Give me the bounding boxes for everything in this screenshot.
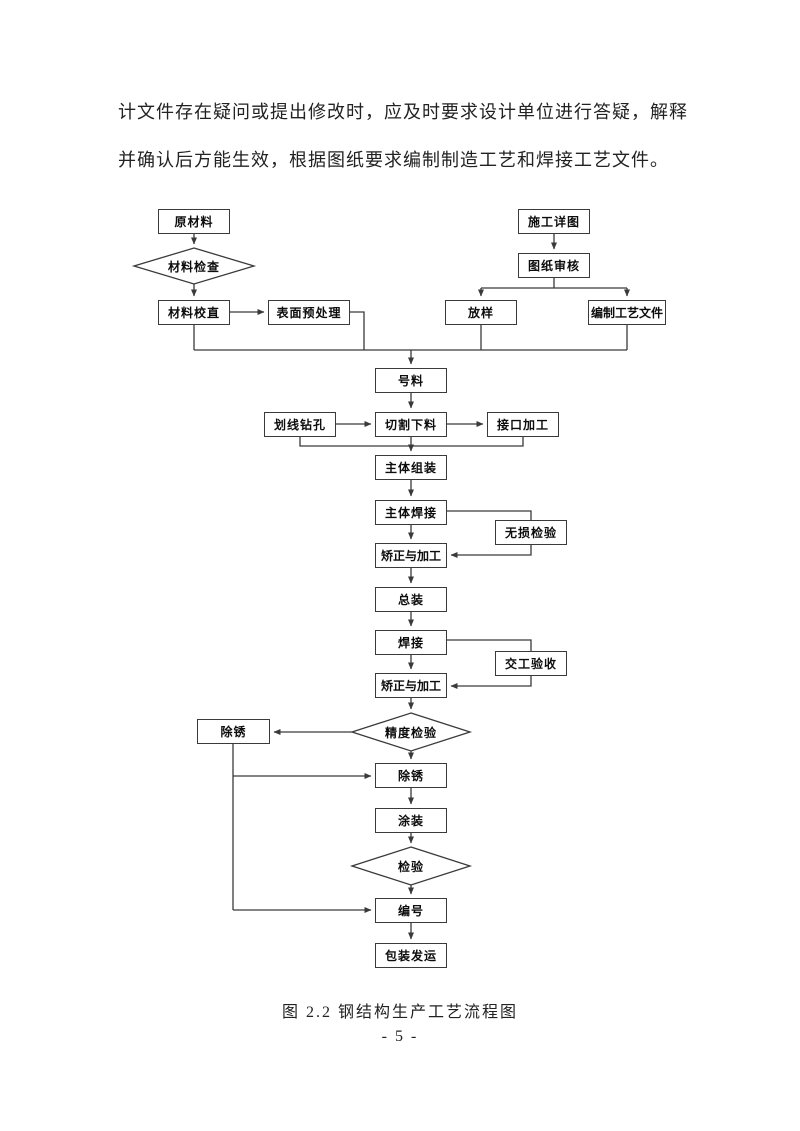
flow-node-body-welding: 主体焊接 [375, 500, 447, 525]
flow-node-raw-material: 原材料 [158, 209, 230, 234]
flow-node-derust-left: 除锈 [197, 719, 270, 744]
flow-node-precision-check: 精度检验 [384, 725, 437, 740]
decision-diamond-precision-check [349, 712, 473, 752]
flow-node-welding: 焊接 [375, 630, 447, 655]
figure-caption: 图 2.2 钢结构生产工艺流程图 [281, 1004, 518, 1021]
flow-node-body-assembly: 主体组装 [375, 455, 447, 480]
flow-node-drawing-review: 图纸审核 [518, 253, 590, 278]
arrow-ndt-to-correction1 [450, 545, 532, 558]
page-number: - 5 - [381, 1028, 419, 1045]
flow-node-cutting: 切割下料 [375, 412, 447, 437]
flow-node-shop-drawing: 施工详图 [518, 209, 590, 234]
line-surface-drop [350, 311, 365, 350]
decision-diamond-final-check [349, 846, 473, 886]
flow-node-process-docs: 编制工艺文件 [588, 300, 666, 325]
line-weld-to-acceptance [447, 639, 532, 651]
paragraph-line-1: 计文件存在疑问或提出修改时，应及时要求设计单位进行答疑，解释 [118, 102, 688, 122]
flow-node-ndt: 无损检验 [495, 520, 567, 545]
flow-node-surface-pretreat: 表面预处理 [268, 300, 350, 325]
flow-node-material-straighten: 材料校直 [158, 300, 230, 325]
flow-node-painting: 涂装 [375, 808, 447, 833]
flow-node-general-assembly: 总装 [375, 587, 447, 612]
flow-node-correction-2: 矫正与加工 [375, 673, 447, 698]
flow-node-scribe-drill: 划线钻孔 [264, 412, 336, 437]
flow-node-handover-acceptance: 交工验收 [495, 651, 567, 676]
paragraph-line-2: 并确认后方能生效，根据图纸要求编制制造工艺和焊接工艺文件。 [118, 150, 669, 170]
flow-node-numbering: 编号 [375, 898, 447, 923]
decision-diamond-material-check [131, 247, 257, 285]
flow-node-final-check: 检验 [397, 859, 424, 874]
flow-node-correction-1: 矫正与加工 [375, 543, 447, 568]
flow-node-lofting: 放样 [445, 300, 517, 325]
flow-node-joint-machining: 接口加工 [487, 412, 559, 437]
line-welding-to-ndt [447, 510, 532, 520]
flow-node-marking: 号料 [375, 368, 447, 393]
flow-node-derust: 除锈 [375, 763, 447, 788]
flow-node-material-check: 材料检查 [167, 259, 220, 274]
flow-node-packing-shipping: 包装发运 [375, 943, 447, 968]
arrow-acceptance-to-correction2 [450, 676, 532, 689]
